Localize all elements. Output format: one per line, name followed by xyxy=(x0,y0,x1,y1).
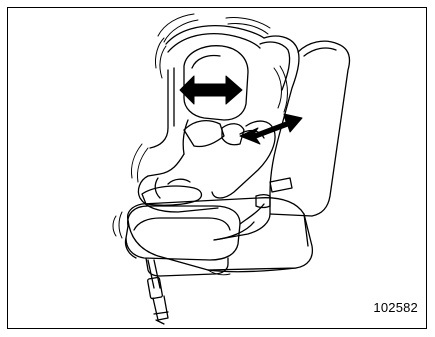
figure-number: 102582 xyxy=(373,300,418,315)
isofix-connector xyxy=(270,178,292,192)
shoulder-pad-left xyxy=(184,121,224,147)
double-arrow-icon xyxy=(240,114,302,144)
double-arrow-icon xyxy=(180,76,242,104)
support-leg xyxy=(147,260,168,324)
child-seat-shell xyxy=(113,14,299,276)
child-seat-base xyxy=(126,206,240,260)
child-seat-illustration xyxy=(8,8,428,330)
figure-frame: 102582 xyxy=(7,7,427,329)
